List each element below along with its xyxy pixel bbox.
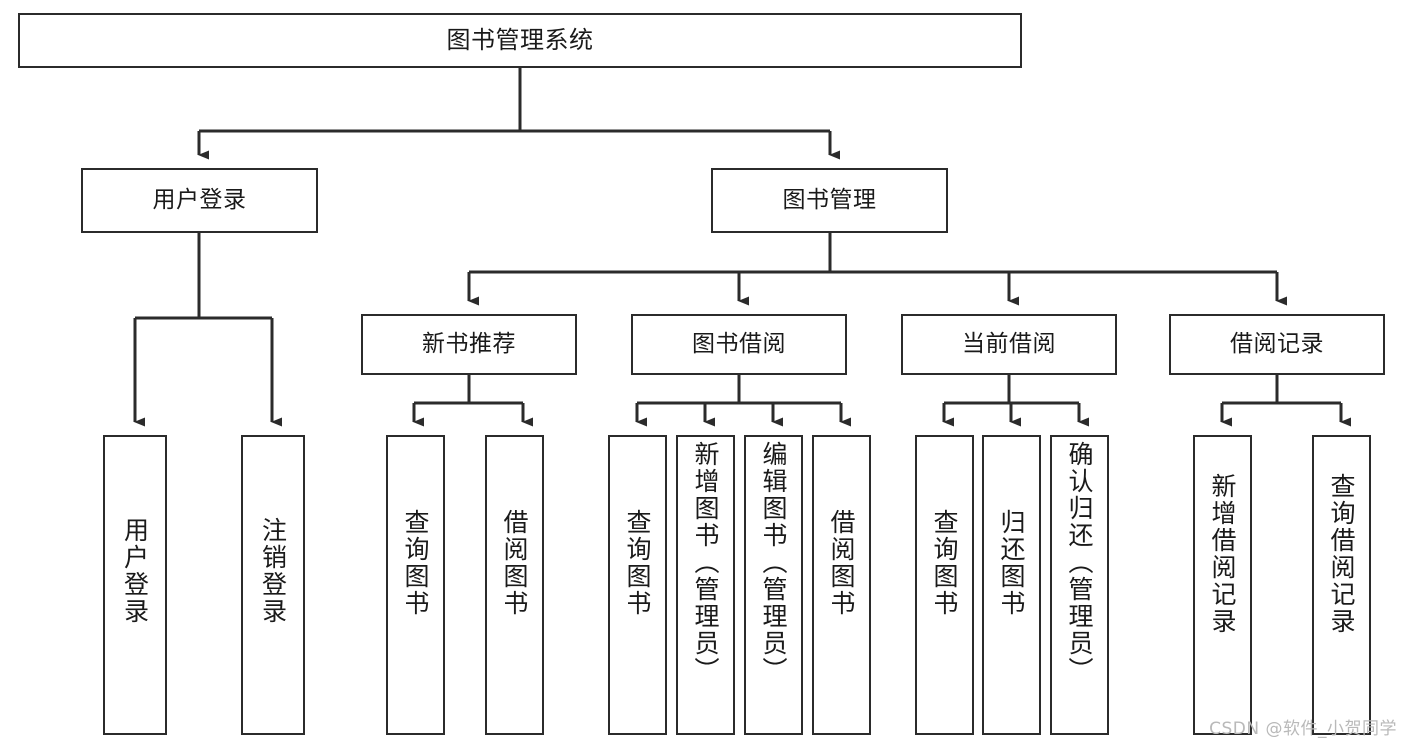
csdn-watermark: CSDN @软件_小贺同学	[1209, 719, 1397, 739]
leaf-logout-login[interactable]: 注销登录	[241, 435, 305, 735]
node-label: 图书管理	[782, 187, 877, 214]
leaf-query-borrow-record[interactable]: 查询借阅记录	[1312, 435, 1371, 735]
node-current-borrow[interactable]: 当前借阅	[901, 314, 1117, 375]
node-label: 查询借阅记录	[1327, 473, 1356, 635]
node-user-login[interactable]: 用户登录	[81, 168, 318, 233]
node-root-system[interactable]: 图书管理系统	[18, 13, 1022, 68]
node-label: 查询图书	[623, 509, 652, 617]
node-label: 新增图书（管理员）	[691, 441, 720, 684]
node-label: 注销登录	[258, 517, 288, 625]
node-label: 图书借阅	[692, 331, 786, 358]
leaf-borrow-book-1[interactable]: 借阅图书	[485, 435, 544, 735]
node-label: 确认归还（管理员）	[1065, 441, 1094, 684]
node-label: 借阅记录	[1230, 331, 1324, 358]
node-label: 当前借阅	[962, 331, 1056, 358]
leaf-add-book-admin[interactable]: 新增图书（管理员）	[676, 435, 735, 735]
leaf-user-login[interactable]: 用户登录	[103, 435, 167, 735]
leaf-return-book[interactable]: 归还图书	[982, 435, 1041, 735]
leaf-query-book-2[interactable]: 查询图书	[608, 435, 667, 735]
node-label: 用户登录	[152, 187, 247, 214]
node-label: 查询图书	[930, 509, 959, 617]
leaf-edit-book-admin[interactable]: 编辑图书（管理员）	[744, 435, 803, 735]
node-book-management[interactable]: 图书管理	[711, 168, 948, 233]
leaf-add-borrow-record[interactable]: 新增借阅记录	[1193, 435, 1252, 735]
node-label: 用户登录	[120, 517, 150, 625]
node-new-book-recommend[interactable]: 新书推荐	[361, 314, 577, 375]
leaf-confirm-return-admin[interactable]: 确认归还（管理员）	[1050, 435, 1109, 735]
node-borrow-record[interactable]: 借阅记录	[1169, 314, 1385, 375]
node-label: 新书推荐	[422, 331, 516, 358]
node-label: 编辑图书（管理员）	[759, 441, 788, 684]
node-label: 借阅图书	[500, 509, 529, 617]
node-label: 图书管理系统	[446, 25, 594, 54]
leaf-query-book-3[interactable]: 查询图书	[915, 435, 974, 735]
node-book-borrow[interactable]: 图书借阅	[631, 314, 847, 375]
leaf-borrow-book-2[interactable]: 借阅图书	[812, 435, 871, 735]
node-label: 归还图书	[997, 509, 1026, 617]
node-label: 借阅图书	[827, 509, 856, 617]
leaf-query-book-1[interactable]: 查询图书	[386, 435, 445, 735]
node-label: 新增借阅记录	[1208, 473, 1237, 635]
node-label: 查询图书	[401, 509, 430, 617]
